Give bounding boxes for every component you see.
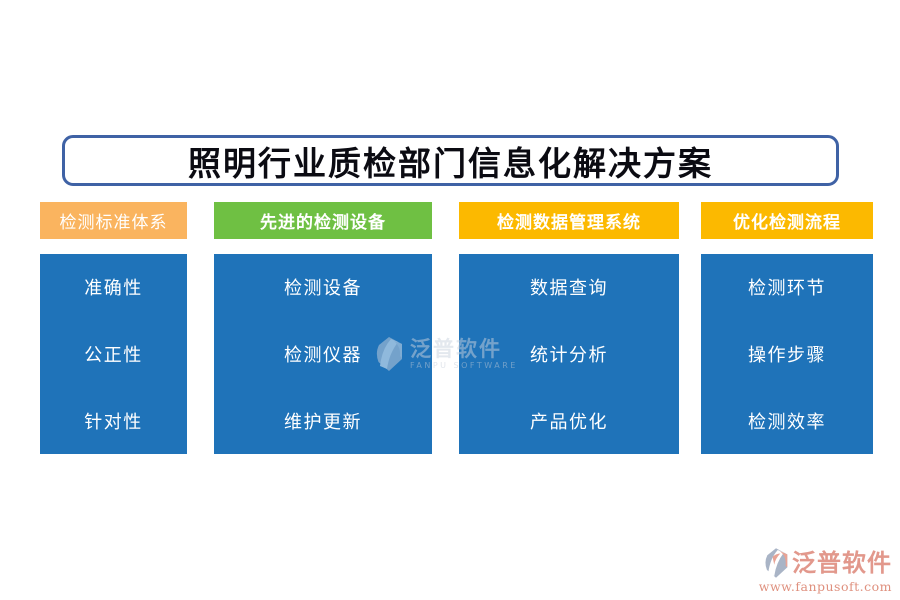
column-header-label: 检测标准体系 bbox=[59, 213, 168, 233]
column-body-data-management: 数据查询 统计分析 产品优化 bbox=[459, 254, 679, 454]
list-item: 准确性 bbox=[84, 278, 143, 300]
column-body-testing-equipment: 检测设备 检测仪器 维护更新 bbox=[214, 254, 432, 454]
list-item: 检测环节 bbox=[748, 278, 826, 300]
footer-brand-text: 泛普软件 bbox=[792, 548, 892, 577]
list-item: 针对性 bbox=[84, 411, 143, 433]
footer-logo-row: 泛普软件 bbox=[763, 547, 892, 579]
column-header-label: 先进的检测设备 bbox=[260, 213, 386, 233]
fanpu-logo-icon bbox=[765, 548, 788, 578]
list-item: 操作步骤 bbox=[748, 344, 826, 366]
list-item: 检测仪器 bbox=[284, 344, 362, 366]
column-header-standard-system: 检测标准体系 bbox=[40, 202, 187, 239]
fanpu-footer-logo: 泛普软件 www.fanpusoft.com bbox=[759, 547, 892, 594]
column-header-data-management: 检测数据管理系统 bbox=[459, 202, 679, 239]
page-title: 照明行业质检部门信息化解决方案 bbox=[188, 143, 713, 183]
list-item: 公正性 bbox=[84, 344, 143, 366]
column-header-label: 优化检测流程 bbox=[733, 213, 841, 233]
list-item: 检测设备 bbox=[284, 278, 362, 300]
column-body-process-optimization: 检测环节 操作步骤 检测效率 bbox=[701, 254, 873, 454]
column-header-testing-equipment: 先进的检测设备 bbox=[214, 202, 432, 239]
column-header-label: 检测数据管理系统 bbox=[497, 213, 641, 233]
title-box: 照明行业质检部门信息化解决方案 bbox=[62, 135, 839, 186]
list-item: 产品优化 bbox=[530, 411, 608, 433]
list-item: 数据查询 bbox=[530, 278, 608, 300]
list-item: 维护更新 bbox=[284, 411, 362, 433]
column-body-standard-system: 准确性 公正性 针对性 bbox=[40, 254, 187, 454]
list-item: 统计分析 bbox=[530, 344, 608, 366]
footer-url-text: www.fanpusoft.com bbox=[758, 579, 892, 594]
list-item: 检测效率 bbox=[748, 411, 826, 433]
column-header-process-optimization: 优化检测流程 bbox=[701, 202, 873, 239]
